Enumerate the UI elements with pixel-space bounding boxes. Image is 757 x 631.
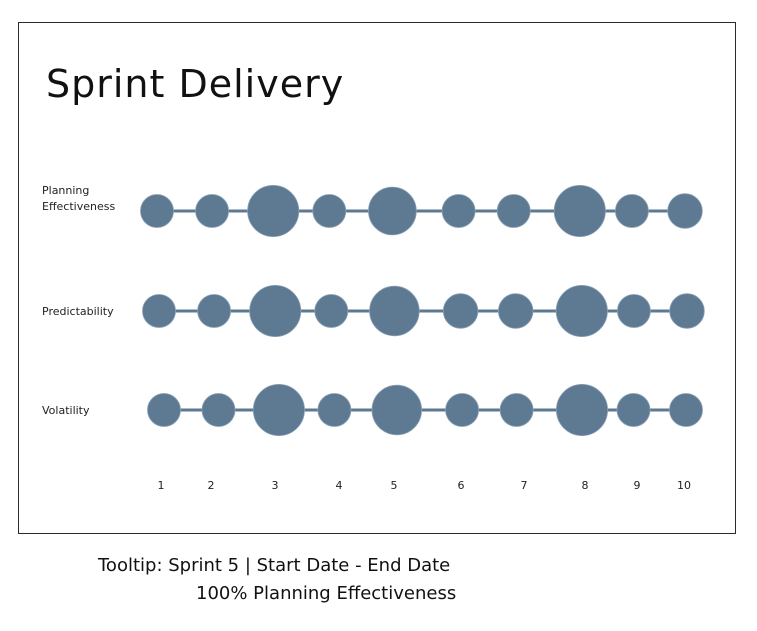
bubble[interactable] bbox=[197, 294, 232, 328]
row-label: Predictability bbox=[42, 305, 114, 318]
bubble[interactable] bbox=[669, 393, 703, 427]
bubble[interactable] bbox=[142, 294, 176, 328]
bubble[interactable] bbox=[441, 194, 476, 228]
bubble[interactable] bbox=[317, 393, 352, 427]
bubble[interactable] bbox=[201, 393, 236, 427]
bubble[interactable] bbox=[195, 194, 230, 228]
x-tick-label: 9 bbox=[634, 479, 641, 492]
x-tick-label: 4 bbox=[336, 479, 343, 492]
bubble[interactable] bbox=[442, 293, 479, 329]
x-tick-label: 5 bbox=[391, 479, 398, 492]
bubble[interactable] bbox=[616, 393, 651, 427]
bubble[interactable] bbox=[249, 284, 302, 337]
bubble[interactable] bbox=[555, 284, 608, 337]
bubble[interactable] bbox=[667, 193, 703, 229]
tooltip-line-2: 100% Planning Effectiveness bbox=[196, 583, 457, 604]
bubble[interactable] bbox=[371, 384, 422, 436]
x-tick-label: 8 bbox=[582, 479, 589, 492]
bubble[interactable] bbox=[247, 184, 300, 237]
bubble[interactable] bbox=[368, 186, 417, 236]
bubble[interactable] bbox=[617, 294, 651, 328]
bubble[interactable] bbox=[496, 194, 531, 228]
bubble[interactable] bbox=[499, 393, 534, 427]
bubble[interactable] bbox=[498, 293, 534, 329]
bubble[interactable] bbox=[252, 383, 305, 436]
bubble[interactable] bbox=[147, 393, 181, 427]
bubble[interactable] bbox=[445, 393, 480, 427]
bubble[interactable] bbox=[615, 194, 649, 228]
x-tick-label: 7 bbox=[521, 479, 528, 492]
bubble[interactable] bbox=[669, 293, 705, 329]
bubble[interactable] bbox=[314, 294, 349, 328]
chart-title: Sprint Delivery bbox=[46, 62, 345, 106]
bubble[interactable] bbox=[556, 383, 609, 436]
bubble[interactable] bbox=[312, 194, 347, 228]
x-tick-label: 2 bbox=[208, 479, 215, 492]
bubble[interactable] bbox=[369, 285, 420, 337]
x-tick-label: 6 bbox=[458, 479, 465, 492]
x-tick-label: 3 bbox=[272, 479, 279, 492]
x-tick-label: 10 bbox=[677, 479, 691, 492]
row-label: Volatility bbox=[42, 404, 90, 417]
bubble[interactable] bbox=[553, 184, 606, 237]
bubble[interactable] bbox=[140, 194, 174, 228]
x-tick-label: 1 bbox=[158, 479, 165, 492]
chart-frame bbox=[18, 22, 736, 534]
tooltip-line-1: Tooltip: Sprint 5 | Start Date - End Dat… bbox=[98, 555, 451, 576]
